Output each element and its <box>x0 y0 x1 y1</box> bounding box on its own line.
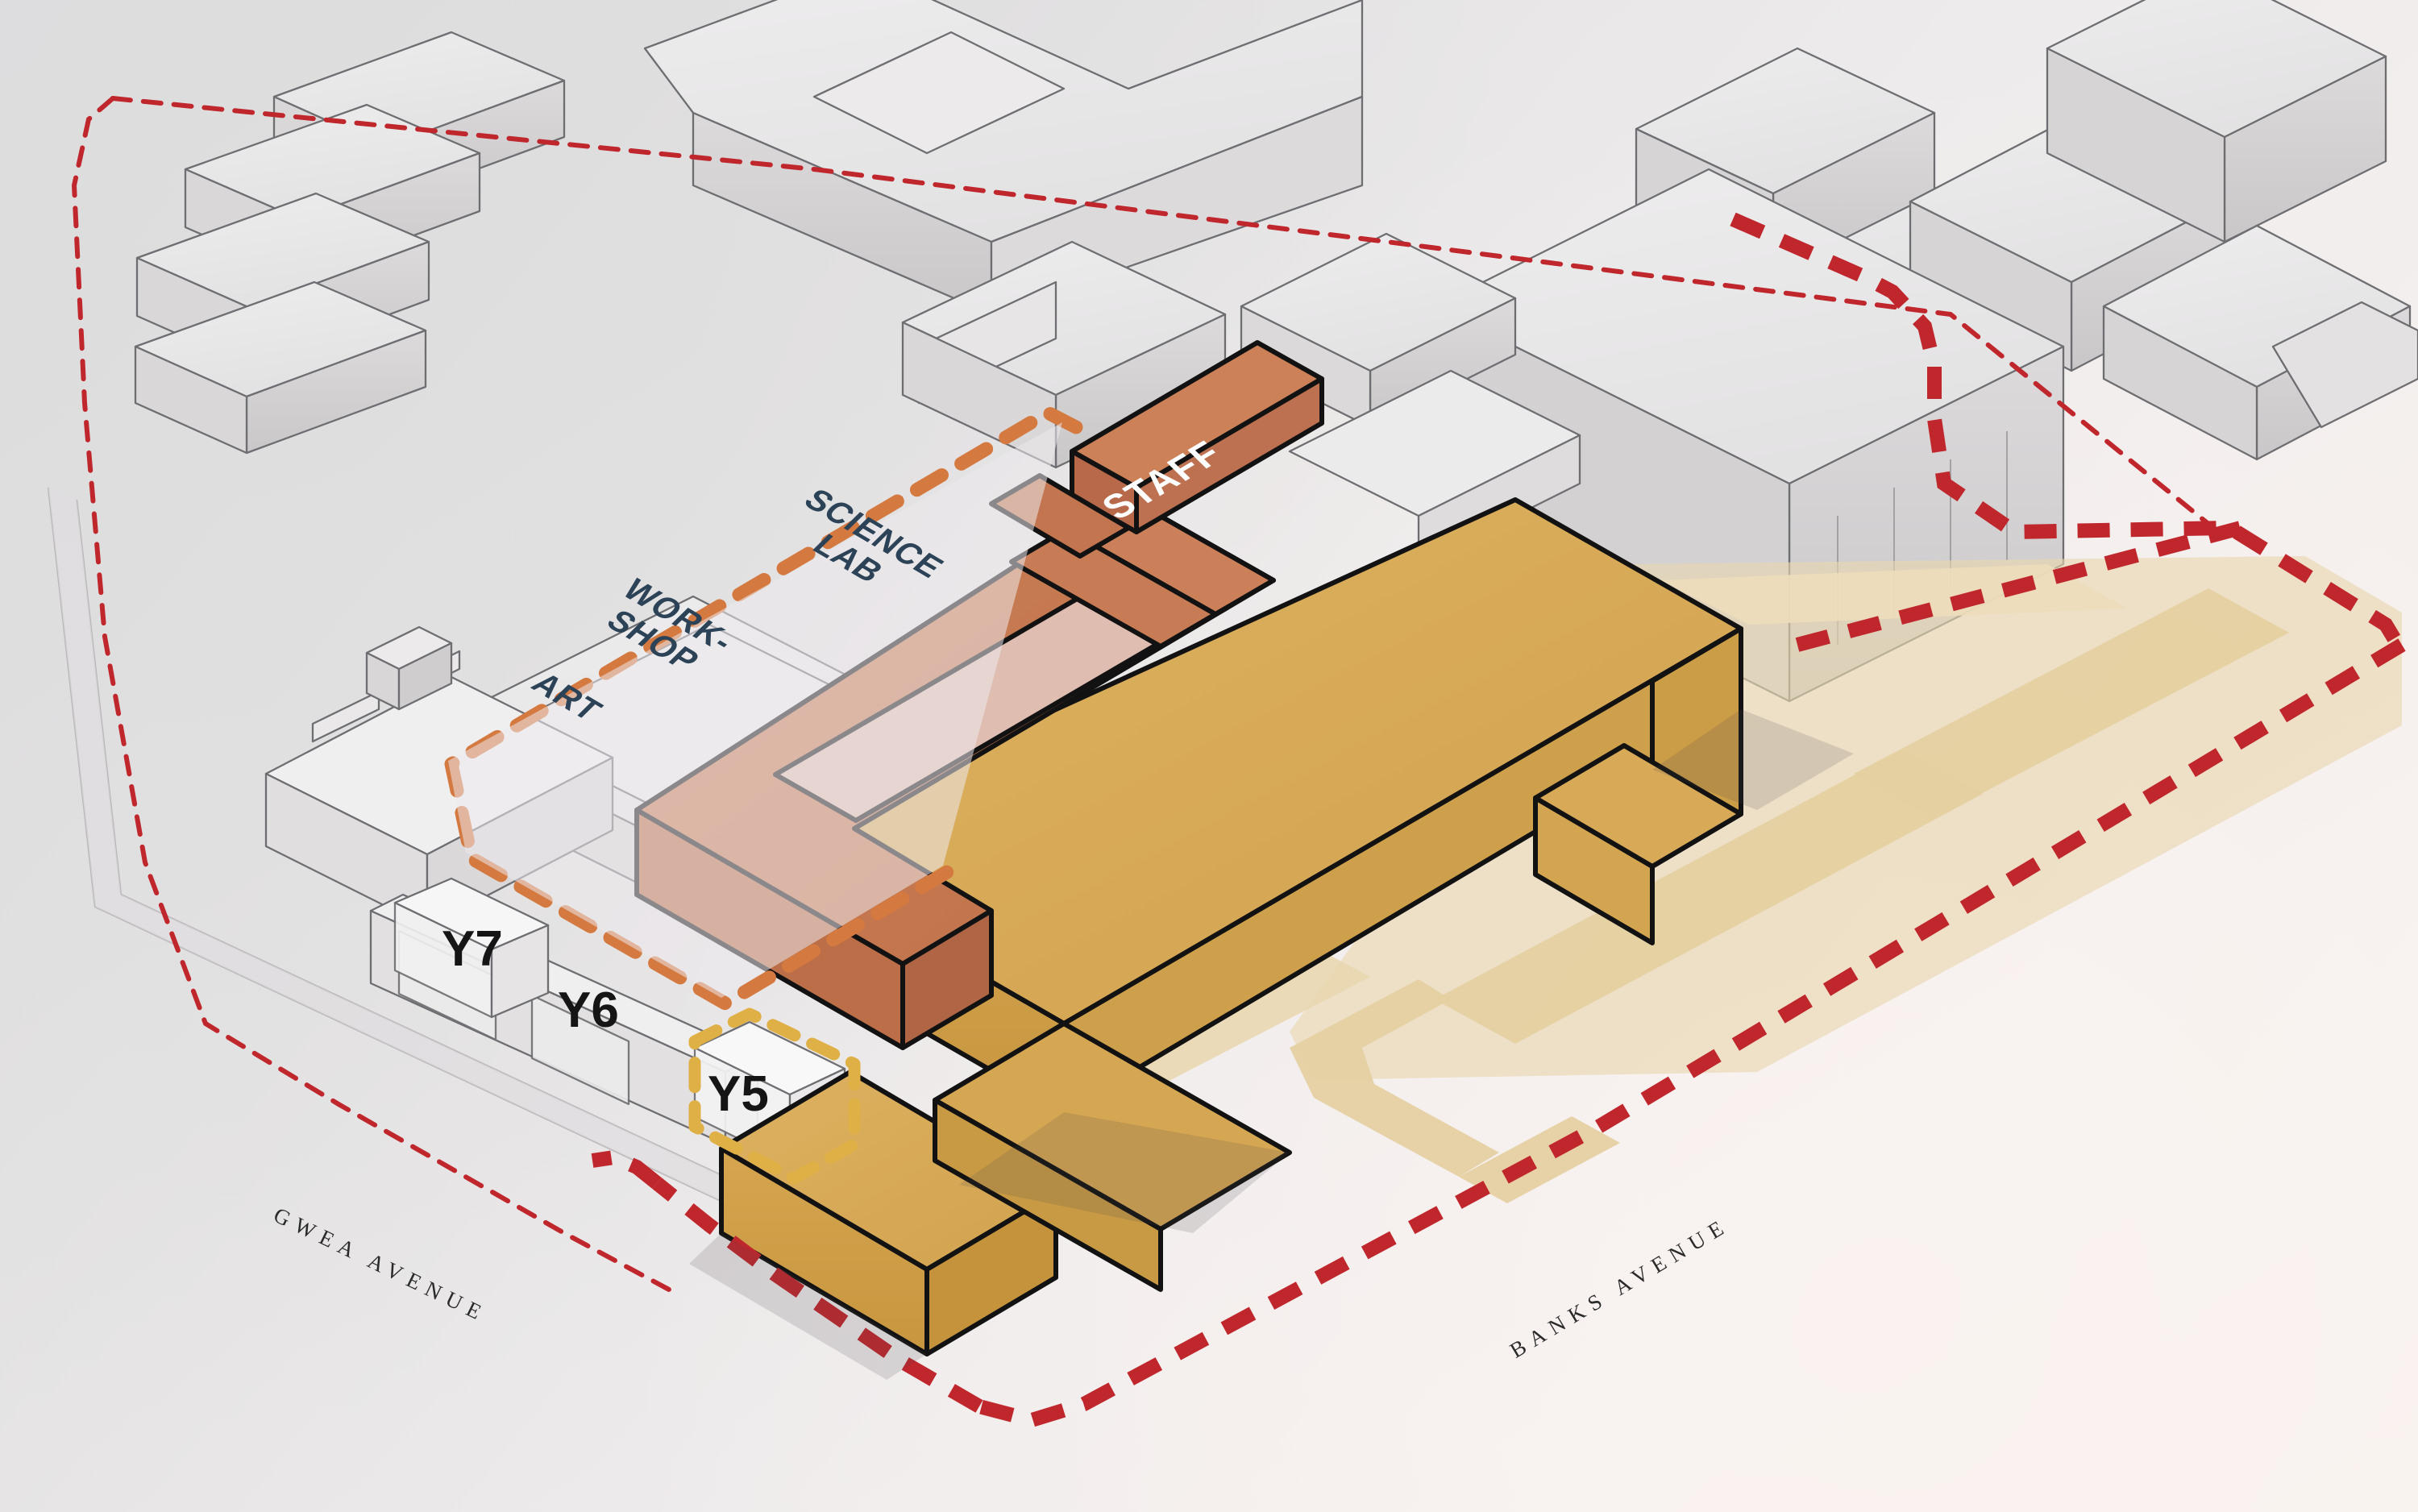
gold-wing-side <box>924 1190 1058 1356</box>
site-boundary-thick-northedge <box>1795 521 2243 652</box>
classroom-cube-y7 <box>393 877 550 1019</box>
site-boundary-thick-west <box>591 1149 662 1190</box>
playground-pad-north <box>1660 564 2128 625</box>
teaching-zone-plane <box>448 422 1062 998</box>
terracotta-flank-return <box>900 908 994 1050</box>
context-building-ne-06 <box>2271 301 2418 429</box>
playground-track-loop <box>1290 979 1499 1177</box>
site-boundary-thick-sw <box>652 1177 983 1413</box>
site-boundary-thick-se-run <box>977 638 2406 1428</box>
site-boundary-group <box>71 96 2406 1428</box>
gold-end-soffit <box>1533 743 1743 869</box>
terracotta-staff-side <box>1134 376 1324 534</box>
playground-track-2 <box>1854 588 2289 818</box>
year5-zone-dashed-outline <box>688 1007 861 1185</box>
playground-track-1 <box>1435 750 1983 1044</box>
context-building-terrace-nw <box>134 31 566 455</box>
site-boundary-thick-banksn <box>1927 367 2225 540</box>
gold-apron-front <box>933 1098 1163 1292</box>
playground-strip-west <box>1088 951 1370 1098</box>
context-building-west-stacks <box>365 625 453 711</box>
site-boundary-thin <box>71 96 671 1292</box>
site-boundary-thin-north <box>110 96 2211 526</box>
cast-shadows <box>689 709 1854 1380</box>
site-boundary-thick-east <box>2233 525 2404 649</box>
context-building-ne-04 <box>2046 0 2387 243</box>
terracotta-leg-ne <box>1009 527 1218 649</box>
site-boundary-thick-ne <box>1730 212 1942 369</box>
